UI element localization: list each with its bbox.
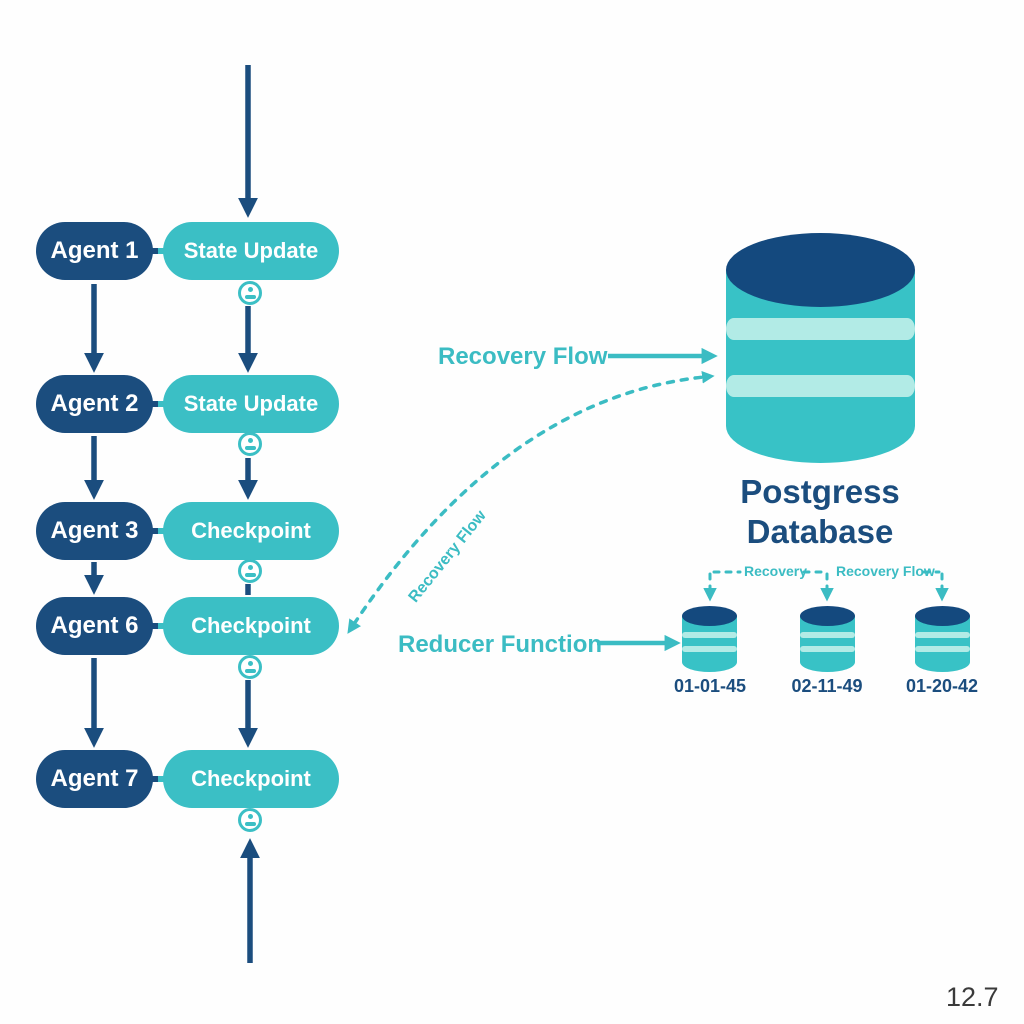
page-number: 12.7: [946, 982, 999, 1012]
user-icon-head: [248, 565, 253, 570]
user-icon-torso: [244, 572, 256, 577]
pill-connector: [151, 401, 159, 407]
database-bottom: [682, 652, 737, 672]
pill-connector: [158, 401, 166, 407]
agent-label: Agent 7: [50, 765, 139, 792]
database-band: [915, 646, 970, 652]
database-bottom: [800, 652, 855, 672]
agent-node-1: Agent 1: [36, 222, 153, 280]
stage-label: State Update: [183, 391, 319, 416]
database-top: [726, 233, 915, 307]
database-top: [915, 606, 970, 626]
database-bottom: [915, 652, 970, 672]
user-icon-head: [248, 661, 253, 666]
snapshot-id-1: 01-01-45: [673, 676, 747, 696]
database-band: [726, 318, 915, 340]
agent-node-6: Agent 6: [36, 597, 153, 655]
pill-connector: [151, 248, 159, 254]
user-icon-torso: [244, 668, 256, 673]
user-icon: [238, 281, 262, 305]
user-icon-torso: [244, 445, 256, 450]
database-bottom: [726, 389, 915, 463]
user-icon: [238, 808, 262, 832]
stage-label: State Update: [183, 238, 319, 263]
snapshot-id-2: 02-11-49: [791, 676, 863, 696]
checkpoint-node-6: Checkpoint: [163, 597, 339, 655]
checkpoint-node-3: Checkpoint: [163, 502, 339, 560]
state-update-node-2: State Update: [163, 375, 339, 433]
checkpoint-node-7: Checkpoint: [163, 750, 339, 808]
database-top: [800, 606, 855, 626]
database-band: [682, 646, 737, 652]
database-top: [682, 606, 737, 626]
agent-label: Agent 1: [50, 237, 139, 264]
reducer-function-label: Reducer Function: [398, 631, 603, 658]
pill-connector: [151, 623, 159, 629]
stage-label: Checkpoint: [191, 518, 311, 543]
agent-node-7: Agent 7: [36, 750, 153, 808]
user-icon-head: [248, 438, 253, 443]
agent-label: Agent 3: [50, 517, 139, 544]
database-band: [726, 375, 915, 397]
database-icon: [682, 606, 737, 672]
agent-label: Agent 2: [50, 390, 139, 417]
user-icon: [238, 655, 262, 679]
database-icon: [800, 606, 855, 672]
database-icon: [726, 233, 915, 463]
state-update-node-1: State Update: [163, 222, 339, 280]
pill-connector: [151, 776, 159, 782]
pill-connector: [158, 248, 166, 254]
database-band: [915, 632, 970, 638]
recovery-flow-dashed-curve: [347, 370, 715, 634]
user-icon: [238, 559, 262, 583]
user-icon-head: [248, 287, 253, 292]
stage-label: Checkpoint: [191, 766, 311, 791]
pill-connector: [158, 528, 166, 534]
database-band: [800, 632, 855, 638]
pill-connector: [151, 528, 159, 534]
user-icon-torso: [244, 294, 256, 299]
database-band: [800, 646, 855, 652]
agent-node-2: Agent 2: [36, 375, 153, 433]
agent-label: Agent 6: [50, 612, 139, 639]
pill-connector: [158, 623, 166, 629]
recovery-flow-label: Recovery Flow: [438, 343, 608, 370]
user-icon-torso: [244, 821, 256, 826]
database-band: [682, 632, 737, 638]
user-icon-head: [248, 814, 253, 819]
database-title: Postgress Database: [740, 473, 900, 550]
user-icon: [238, 432, 262, 456]
stage-label: Checkpoint: [191, 613, 311, 638]
database-icon: [915, 606, 970, 672]
snapshot-id-3: 01-20-42: [905, 676, 979, 696]
pill-connector: [158, 776, 166, 782]
mini-recovery-label: Recovery: [744, 563, 808, 579]
agent-node-3: Agent 3: [36, 502, 153, 560]
mini-recovery-flow-label: Recovery Flow: [836, 563, 935, 579]
